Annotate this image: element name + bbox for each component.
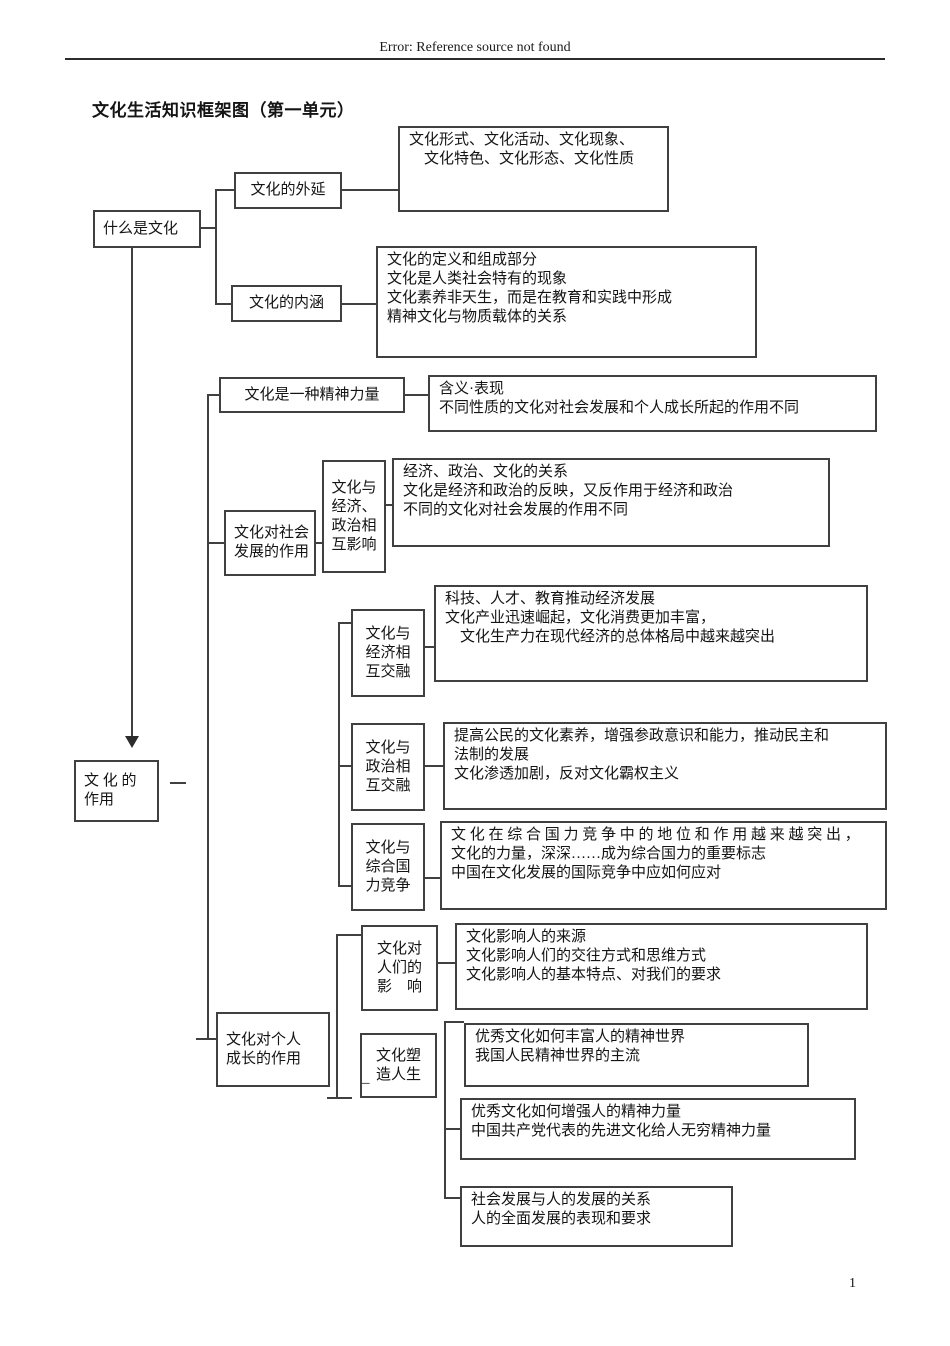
connector-line: [342, 303, 376, 305]
connector-line: [342, 189, 398, 191]
node-politics-blend: 文化与 政治相 互交融: [351, 723, 425, 811]
detail-culture-extension: 文化形式、文化活动、文化现象、 文化特色、文化形态、文化性质: [398, 126, 669, 212]
connector-line: [386, 504, 392, 506]
stray-underscore-mark: _: [362, 1070, 370, 1086]
node-influence-on-people: 文化对 人们的 影 响: [361, 925, 438, 1011]
connector-line: [215, 189, 217, 305]
connector-line: [316, 542, 322, 544]
detail-spiritual-power: 含义·表现 不同性质的文化对社会发展和个人成长所起的作用不同: [428, 375, 877, 432]
main-spine-line: [207, 394, 209, 1040]
arrow-shaft: [131, 248, 133, 736]
node-economy-blend: 文化与 经济相 互交融: [351, 609, 425, 697]
detail-economy-blend: 科技、人才、教育推动经济发展 文化产业迅速崛起，文化消费更加丰富， 文化生产力在…: [434, 585, 868, 682]
node-culture-role: 文 化 的 作用: [74, 760, 159, 822]
detail-economy-politics-influence: 经济、政治、文化的关系 文化是经济和政治的反映，又反作用于经济和政治 不同的文化…: [392, 458, 830, 547]
node-culture-connotation: 文化的内涵: [231, 285, 342, 322]
branch-spine-line: [444, 1021, 446, 1199]
connector-line: [196, 1038, 216, 1040]
connector-line: [425, 646, 434, 648]
connector-line: [201, 227, 215, 229]
node-social-development-role: 文化对社会 发展的作用: [224, 510, 316, 576]
connector-dash: [170, 782, 186, 784]
detail-enrich-spiritual-world: 优秀文化如何丰富人的精神世界 我国人民精神世界的主流: [464, 1023, 809, 1087]
connector-line: [336, 934, 361, 936]
connector-line: [444, 1128, 460, 1130]
branch-spine-line: [336, 934, 338, 1099]
connector-line: [207, 542, 224, 544]
connector-line: [215, 303, 231, 305]
connector-line: [215, 189, 234, 191]
connector-line: [338, 885, 351, 887]
connector-line: [327, 1097, 352, 1099]
connector-line: [444, 1197, 460, 1199]
detail-social-and-personal-development: 社会发展与人的发展的关系 人的全面发展的表现和要求: [460, 1186, 733, 1247]
detail-national-power-competition: 文 化 在 综 合 国 力 竞 争 中 的 地 位 和 作 用 越 来 越 突 …: [440, 821, 887, 910]
connector-line: [405, 394, 428, 396]
connector-line: [207, 394, 219, 396]
node-personal-growth-role: 文化对个人 成长的作用: [216, 1012, 330, 1087]
node-culture-extension: 文化的外延: [234, 172, 342, 209]
node-what-is-culture: 什么是文化: [93, 210, 201, 248]
header-rule: [65, 58, 885, 60]
connector-line: [438, 962, 455, 964]
node-national-power-competition: 文化与 综合国 力竞争: [351, 823, 425, 911]
connector-line: [425, 877, 440, 879]
detail-politics-blend: 提高公民的文化素养，增强参政意识和能力，推动民主和 法制的发展 文化渗透加剧，反…: [443, 722, 887, 810]
branch-spine-line: [338, 622, 340, 887]
connector-line: [444, 1021, 464, 1023]
page-title: 文化生活知识框架图（第一单元）: [92, 101, 355, 120]
node-spiritual-power: 文化是一种精神力量: [219, 377, 405, 413]
detail-culture-connotation: 文化的定义和组成部分 文化是人类社会特有的现象 文化素养非天生，而是在教育和实践…: [376, 246, 757, 358]
detail-strengthen-spiritual-power: 优秀文化如何增强人的精神力量 中国共产党代表的先进文化给人无穷精神力量: [460, 1098, 856, 1160]
connector-line: [425, 765, 443, 767]
node-economy-politics-influence: 文化与 经济、 政治相 互影响: [322, 460, 386, 573]
arrow-down-icon: [125, 736, 139, 748]
connector-line: [338, 765, 351, 767]
detail-influence-on-people: 文化影响人的来源 文化影响人们的交往方式和思维方式 文化影响人的基本特点、对我们…: [455, 923, 868, 1010]
page-number: 1: [849, 1276, 856, 1291]
header-error-text: Error: Reference source not found: [379, 40, 571, 55]
node-culture-shapes-life: 文化塑 造人生: [360, 1033, 437, 1098]
connector-line: [338, 622, 351, 624]
